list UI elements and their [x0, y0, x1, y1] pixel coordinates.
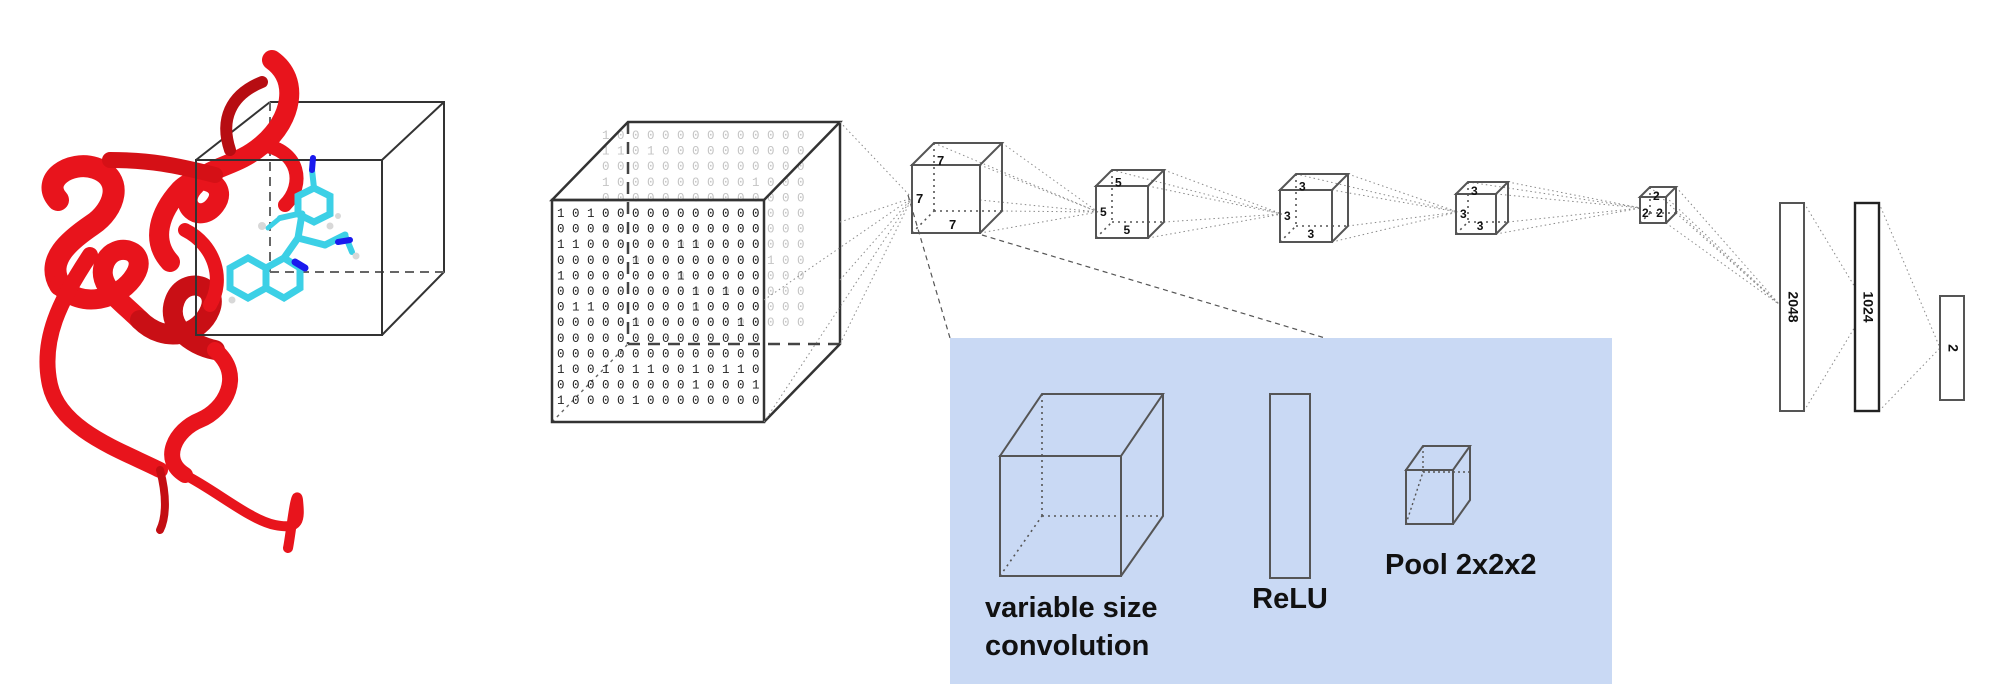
grid-back-row: 1 0 0 0 0 0 0 0 0 0 0 0 0 0	[602, 223, 805, 237]
legend-relu-bar	[1269, 393, 1311, 579]
input-voxel-grid: 1 0 0 0 0 0 0 0 0 0 0 0 0 0 1 1 0 1 0 0 0…	[549, 120, 843, 424]
conv-layer-1: 7 7 7	[909, 142, 1005, 234]
input-grid-back-face: 1 0 0 0 0 0 0 0 0 0 0 0 0 0 1 1 0 1 0 0 0…	[602, 129, 805, 330]
grid-front-row: 0 0 0 0 0 1 0 0 0 0 0 0 1 0	[557, 316, 760, 330]
conv-layer-5-kernel-label: 2	[1642, 206, 1649, 220]
input-grid-front-face: 1 0 1 0 0 0 0 0 0 0 0 0 0 0 0 0 0 0 0 0 0…	[557, 207, 760, 408]
conv-layer-3-kernel-label: 3	[1299, 180, 1306, 194]
grid-front-row: 0 0 0 0 0 0 0 0 0 1 0 0 0 1	[557, 379, 760, 393]
conv-layer-3: 3 3 3	[1277, 173, 1351, 243]
legend-pool-cube	[1404, 445, 1472, 525]
grid-back-row: 0 0 0 0 0 0 0 0 0 0 0 0 0 0	[602, 238, 805, 252]
grid-front-row: 0 1 1 0 0 0 0 0 0 1 0 0 0 0	[557, 301, 760, 315]
grid-back-row: 0 0 0 0 0 0 0 0 0 0 0 0 0 0	[602, 207, 805, 221]
grid-front-row: 1 0 0 1 0 1 1 0 0 1 0 1 1 0	[557, 363, 760, 377]
ligand-bounding-box	[195, 101, 445, 336]
legend-relu-label: ReLU	[1252, 583, 1328, 615]
ligand-bounding-box-front	[195, 159, 383, 336]
legend-convolution-label-line2: convolution	[985, 630, 1149, 662]
grid-front-row: 0 0 0 0 0 0 0 0 0 0 0 0 0 0	[557, 332, 760, 346]
conv-layer-1-kernel-label: 7	[916, 191, 923, 206]
grid-back-row: 0 0 0 0 0 0 0 0 0 0 0 0 0 0	[602, 160, 805, 174]
conv-layer-1-kernel-label: 7	[937, 153, 944, 168]
grid-back-row: 0 0 0 0 0 0 0 0 0 0 0 0 0 0	[602, 316, 805, 330]
grid-front-row: 0 0 0 0 0 0 0 0 0 1 0 1 0 0	[557, 285, 760, 299]
fc-layer-2	[1853, 201, 1881, 413]
fc-layers: 2048 1024 2	[1779, 201, 1965, 413]
grid-back-row: 0 0 0 0 0 0 0 0 0 0 0 0 0 0	[602, 301, 805, 315]
conv-layer-2-kernel-label: 5	[1115, 176, 1122, 190]
conv-layer-1-kernel-label: 7	[949, 217, 956, 232]
conv-layer-5-kernel-label: 2	[1656, 206, 1663, 220]
grid-front-row: 0 0 0 0 0 0 0 0 0 0 0 0 0 0	[557, 347, 760, 361]
fc-layer-2-label: 1024	[1860, 291, 1876, 322]
grid-back-row: 0 0 0 0 0 0 0 0 0 0 0 1 0 0	[602, 254, 805, 268]
grid-front-row: 1 0 1 0 0 0 0 0 0 0 0 0 0 0	[557, 207, 760, 221]
legend-convolution-label-line1: variable size	[985, 592, 1158, 624]
fc-layer-3	[1939, 295, 1965, 401]
grid-back-row: 1 1 0 1 0 0 0 0 0 0 0 0 0 0	[602, 145, 805, 159]
grid-back-row: 1 0 0 0 0 0 0 0 0 0 0 0 0 0	[602, 129, 805, 143]
conv-layer-4-kernel-label: 3	[1460, 207, 1467, 221]
conv-layer-2: 5 5 5	[1093, 169, 1167, 239]
grid-front-row: 1 0 0 0 0 1 0 0 0 0 0 0 0 0	[557, 394, 760, 408]
conv-layer-4-kernel-label: 3	[1477, 219, 1484, 233]
grid-front-row: 1 0 0 0 0 0 0 0 1 0 0 0 0 0	[557, 269, 760, 283]
conv-layer-4-kernel-label: 3	[1471, 184, 1478, 198]
protein-ligand-structure	[39, 50, 445, 553]
ligand-molecule	[226, 155, 360, 304]
fc-layer-1-label: 2048	[1785, 291, 1801, 322]
layer-connections	[763, 121, 1941, 423]
protein-ribbon	[39, 50, 304, 553]
legend-panel: variable size convolution ReLU Pool 2x2x…	[950, 338, 1612, 684]
fc-layer-3-label: 2	[1945, 344, 1961, 352]
grid-back-row: 0 0 0 0 0 0 0 0 0 0 0 0 0 0	[602, 191, 805, 205]
conv-layer-5-kernel-label: 2	[1653, 189, 1660, 203]
grid-front-row: 0 0 0 0 0 1 0 0 0 0 0 0 0 0	[557, 254, 760, 268]
grid-front-row: 0 0 0 0 0 0 0 0 0 0 0 0 0 0	[557, 223, 760, 237]
conv-layer-2-kernel-label: 5	[1123, 223, 1130, 237]
grid-back-row: 1 0 0 0 0 0 0 0 0 0 1 0 0 0	[602, 176, 805, 190]
grid-back-row: 0 0 0 0 0 0 0 0 0 0 0 0 0 0	[602, 269, 805, 283]
conv-layer-3-kernel-label: 3	[1284, 209, 1291, 223]
conv-layer-3-kernel-label: 3	[1307, 227, 1314, 241]
conv-layer-4: 333	[1453, 181, 1511, 235]
legend-convolution-cube	[998, 393, 1165, 577]
conv-layer-2-kernel-label: 5	[1100, 205, 1107, 219]
fc-layer-1	[1779, 202, 1805, 412]
grid-front-row: 1 1 0 0 0 0 0 0 1 1 0 0 0 0	[557, 238, 760, 252]
grid-back-row: 0 0 0 0 0 0 0 0 0 0 0 0 0 0	[602, 285, 805, 299]
legend-pool-label: Pool 2x2x2	[1385, 549, 1537, 581]
